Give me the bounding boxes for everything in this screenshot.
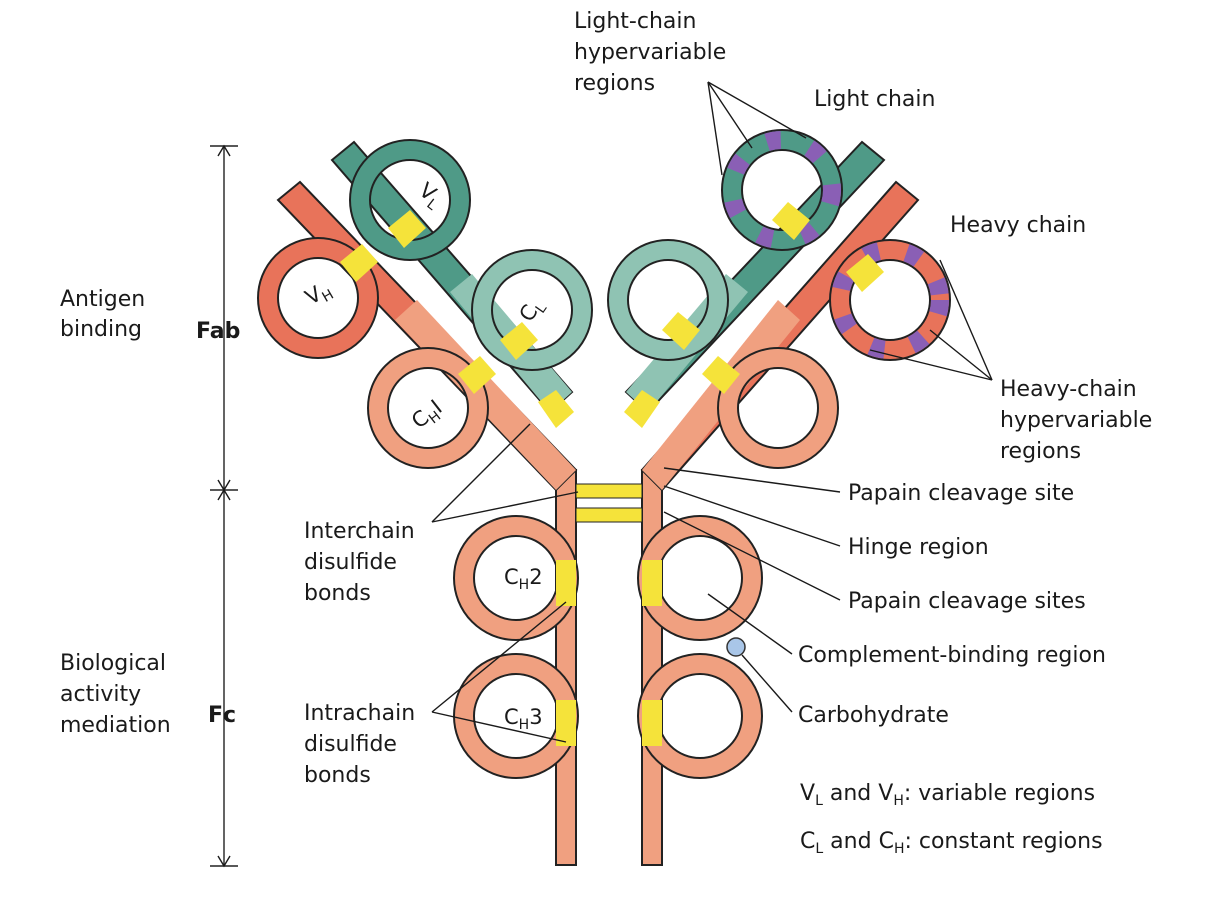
- ch1-label: CHI: [407, 395, 449, 436]
- light-hypervariable-marks: [723, 131, 841, 249]
- papain-cleavage-site-label: Papain cleavage site: [848, 481, 1074, 506]
- complement-binding-region-label: Complement-binding region: [798, 643, 1106, 668]
- ch2-right-domain: [637, 515, 763, 641]
- hinge-region-label: Hinge region: [848, 535, 989, 560]
- ch1-domain: [367, 347, 496, 469]
- fab-label: Fab: [196, 319, 240, 344]
- right-labels: Light-chain hypervariable regions Light …: [574, 9, 1159, 857]
- antigen-binding-label: Antigen binding: [60, 287, 152, 342]
- ch3-left-domain: [453, 653, 579, 779]
- leader-lines: [431, 81, 993, 743]
- carbohydrate-label: Carbohydrate: [798, 703, 949, 728]
- legend-variable: VL and VH: variable regions: [800, 781, 1095, 809]
- ch3-label: CH3: [504, 705, 543, 733]
- interchain-disulfide-label: Interchain disulfide bonds: [304, 519, 422, 606]
- legend-constant: CL and CH: constant regions: [800, 829, 1103, 857]
- right-vl-domain: [721, 129, 843, 251]
- left-fab-arm: [257, 139, 593, 492]
- right-fab-arm: [607, 129, 951, 492]
- biological-activity-label: Biological activity mediation: [60, 651, 173, 738]
- ch2-left-domain: [453, 515, 579, 641]
- vl-label: VL: [412, 178, 447, 214]
- right-cl-domain: [607, 239, 729, 361]
- ch2-label: CH2: [504, 565, 543, 593]
- hinge-disulfide-2: [575, 507, 643, 523]
- region-bracket: [210, 144, 238, 868]
- hinge-disulfide-1: [575, 483, 643, 499]
- left-labels: Antigen binding Fab Biological activity …: [60, 287, 422, 788]
- papain-cleavage-sites-label: Papain cleavage sites: [848, 589, 1086, 614]
- fc-left-stem: [555, 469, 577, 866]
- heavy-chain-hypervariable-label: Heavy-chain hypervariable regions: [1000, 377, 1159, 464]
- heavy-chain-label: Heavy chain: [950, 213, 1086, 238]
- vh-label: VH: [301, 276, 337, 313]
- light-chain-label: Light chain: [814, 87, 935, 112]
- carbohydrate-dot: [726, 637, 746, 657]
- intrachain-disulfide-label: Intrachain disulfide bonds: [304, 701, 422, 788]
- fc-label: Fc: [208, 703, 236, 728]
- right-vh-domain: [829, 239, 951, 361]
- fc-region: [453, 469, 763, 866]
- right-interchain-disulfide: [624, 390, 660, 428]
- ch3-right-domain: [637, 653, 763, 779]
- left-interchain-disulfide: [538, 390, 574, 428]
- vl-domain: [349, 139, 471, 261]
- right-ch1-domain: [702, 347, 839, 469]
- heavy-hypervariable-marks: [831, 241, 949, 359]
- vh-domain: [257, 237, 379, 359]
- fc-right-stem: [641, 469, 663, 866]
- cl-label: CL: [514, 294, 550, 329]
- light-chain-hypervariable-label: Light-chain hypervariable regions: [574, 9, 733, 96]
- cl-domain: [471, 249, 593, 371]
